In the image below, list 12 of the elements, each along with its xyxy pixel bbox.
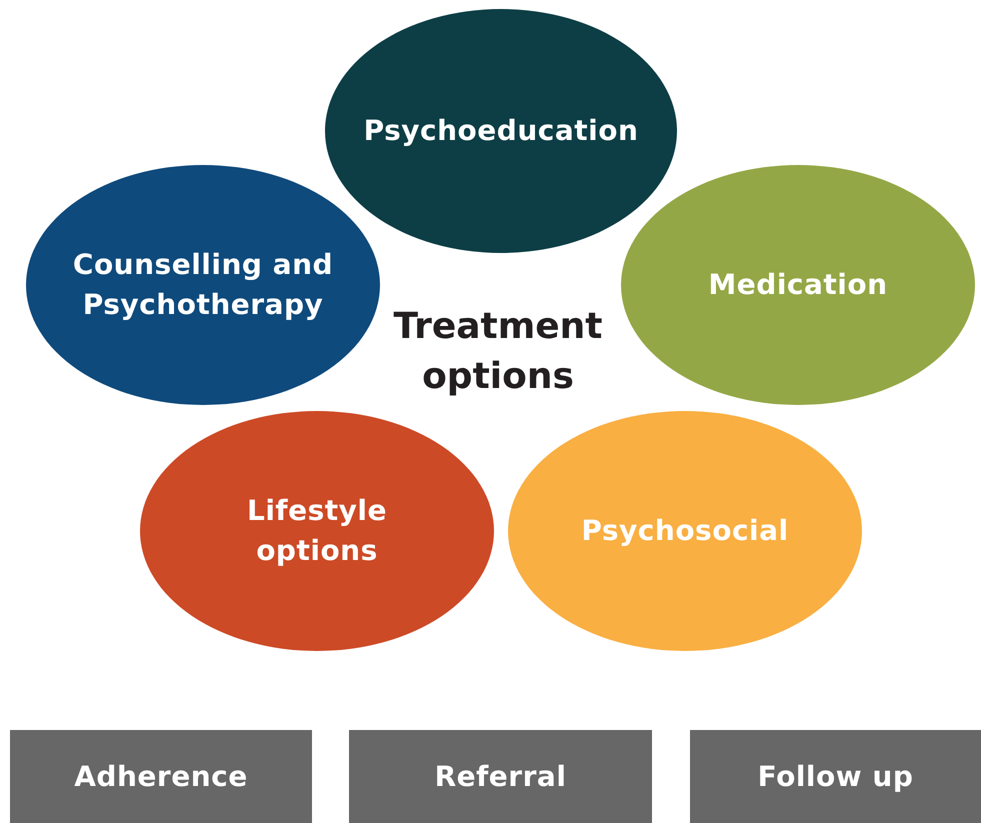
action-panel [10, 730, 312, 823]
option-label: Medication [708, 267, 888, 303]
action-label: Adherence [74, 758, 248, 794]
center-heading: Treatment options [392, 305, 604, 399]
action-label: Referral [434, 758, 566, 794]
action-label: Follow up [758, 758, 914, 794]
option-label: Psychoeducation [364, 113, 638, 149]
option-label: Psychosocial [581, 513, 789, 549]
option-label: Lifestyle options [246, 493, 388, 569]
option-label: Counselling and Psychotherapy [72, 247, 334, 323]
action-panel [349, 730, 652, 823]
action-panel [690, 730, 981, 823]
